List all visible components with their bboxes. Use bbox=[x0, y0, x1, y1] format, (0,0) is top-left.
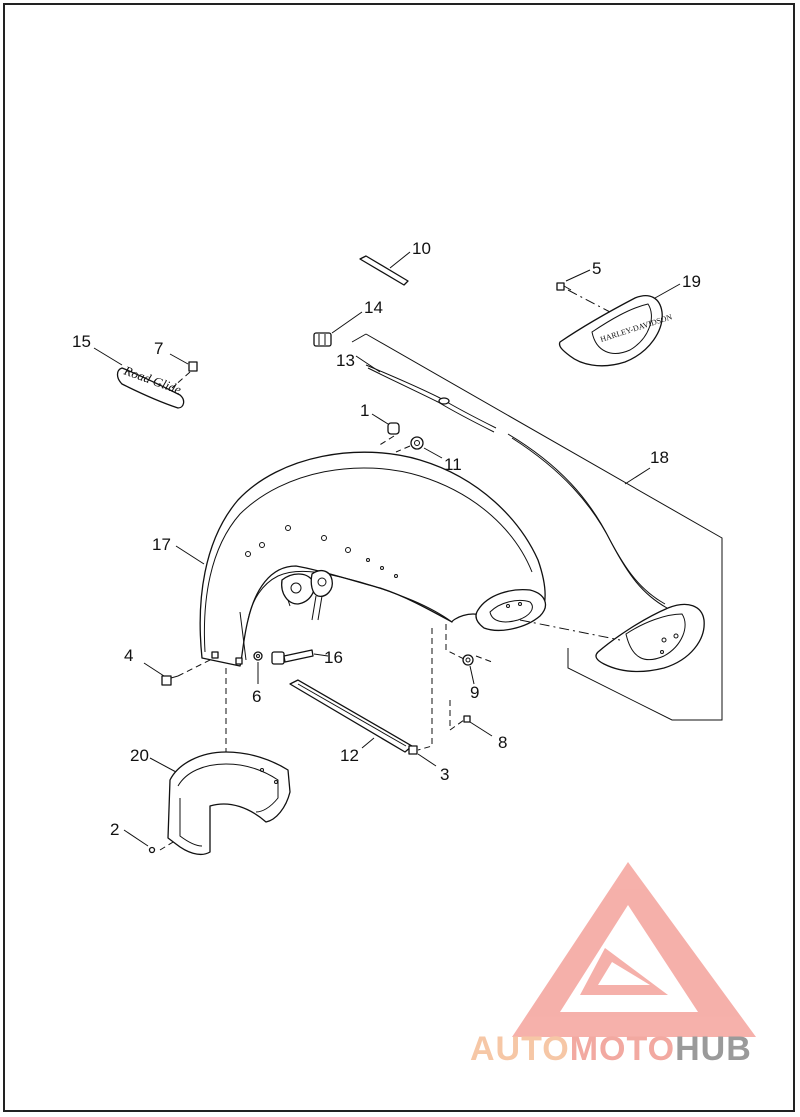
part-12-rail bbox=[289, 679, 413, 753]
leader-5 bbox=[565, 269, 591, 282]
callout-8: 8 bbox=[498, 733, 507, 752]
callout-4: 4 bbox=[124, 646, 133, 665]
centerline-3 bbox=[417, 628, 433, 751]
part-8-screw bbox=[463, 715, 471, 723]
leader-8 bbox=[469, 721, 493, 737]
part-19-lamp-lens: HARLEY-DAVIDSON bbox=[558, 295, 673, 367]
callout-18: 18 bbox=[650, 448, 669, 467]
watermark-logo-mark bbox=[512, 862, 756, 1037]
leader-13 bbox=[355, 355, 381, 373]
callout-20: 20 bbox=[130, 746, 149, 765]
watermark-logo-text: AUTOMOTOHUB bbox=[470, 1030, 752, 1069]
part-5-screw bbox=[556, 282, 572, 291]
part-14-connector bbox=[313, 332, 332, 347]
callout-5: 5 bbox=[592, 259, 601, 278]
leader-4 bbox=[143, 662, 165, 677]
leader-14 bbox=[331, 311, 363, 334]
callout-9: 9 bbox=[470, 683, 479, 702]
leader-18 bbox=[624, 467, 651, 485]
leader-9 bbox=[469, 665, 475, 685]
leader-1 bbox=[371, 413, 389, 425]
callout-2: 2 bbox=[110, 820, 119, 839]
part-17-rear-fender bbox=[199, 451, 547, 667]
callout-15: 15 bbox=[72, 332, 91, 351]
leader-17 bbox=[175, 545, 205, 565]
callout-6: 6 bbox=[252, 687, 261, 706]
centerline-1 bbox=[377, 435, 395, 447]
diagram-frame bbox=[3, 3, 795, 1112]
leader-2 bbox=[123, 829, 149, 847]
part-10-strip bbox=[359, 255, 409, 286]
callout-7: 7 bbox=[154, 339, 163, 358]
centerline-5 bbox=[567, 289, 611, 313]
part-20-bracket bbox=[167, 751, 291, 856]
part-13-wire-harness bbox=[365, 364, 497, 433]
centerline-lamp bbox=[519, 619, 621, 641]
callout-11: 11 bbox=[444, 455, 462, 474]
part-4-screw bbox=[161, 675, 179, 686]
leader-12 bbox=[361, 737, 375, 749]
part-18-kit-outline bbox=[351, 333, 723, 721]
part-6-washer bbox=[253, 651, 263, 661]
callout-14: 14 bbox=[364, 298, 383, 317]
part-15-emblem: Road Glide bbox=[116, 362, 185, 409]
logo-part-moto: MOTO bbox=[569, 1030, 676, 1068]
centerline-4 bbox=[177, 657, 215, 677]
part-7-clip bbox=[188, 361, 198, 372]
leader-16 bbox=[313, 653, 329, 657]
part-18-lamp-housing bbox=[595, 603, 705, 673]
callout-3: 3 bbox=[440, 765, 449, 784]
part-1-grommet bbox=[387, 422, 400, 435]
callout-13: 13 bbox=[336, 351, 355, 370]
callout-12: 12 bbox=[340, 746, 359, 765]
logo-part-hub: HUB bbox=[675, 1030, 752, 1068]
logo-part-auto: AUTO bbox=[470, 1030, 570, 1068]
leader-10 bbox=[389, 251, 411, 269]
leader-15 bbox=[93, 347, 123, 366]
callout-19: 19 bbox=[682, 272, 701, 291]
callout-17: 17 bbox=[152, 535, 171, 554]
callout-16: 16 bbox=[324, 648, 343, 667]
centerline-8-9 bbox=[445, 624, 493, 731]
leader-19 bbox=[654, 283, 681, 299]
part-11-nut bbox=[410, 436, 424, 450]
centerline-11 bbox=[395, 445, 411, 453]
callout-1: 1 bbox=[360, 401, 369, 420]
centerline-7 bbox=[171, 371, 191, 389]
callout-10: 10 bbox=[412, 239, 431, 258]
part-3-screw bbox=[408, 745, 418, 755]
leader-20 bbox=[149, 757, 177, 773]
part-2-screw bbox=[148, 846, 156, 854]
leader-3 bbox=[417, 753, 437, 767]
part-9-nut bbox=[462, 654, 474, 666]
leader-7 bbox=[169, 353, 189, 365]
part-16-bolt bbox=[271, 649, 314, 665]
leader-11 bbox=[423, 447, 443, 459]
